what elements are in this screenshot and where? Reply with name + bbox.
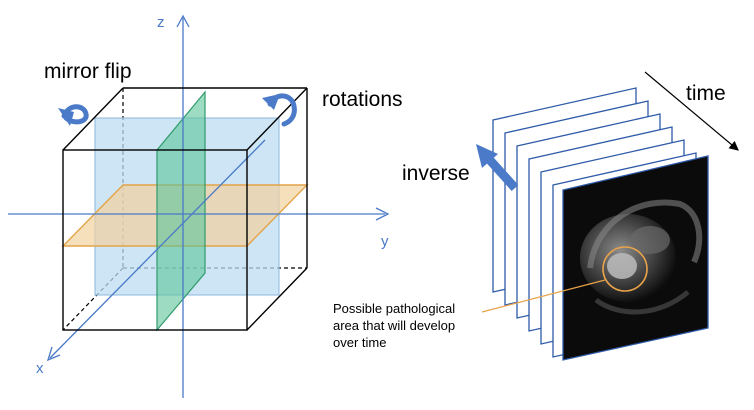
rotation-arrow-icon — [262, 93, 297, 127]
mirror-flip-label: mirror flip — [44, 60, 132, 83]
axis-x-label: x — [36, 360, 44, 377]
annotation-text: Possible pathological area that will dev… — [333, 300, 513, 351]
axis-y-label: y — [381, 233, 389, 250]
cube-visible-edges — [62, 87, 308, 331]
mirror-flip-arrow-icon — [58, 104, 89, 126]
axis-z-label: z — [157, 14, 165, 31]
annotation-line-3: over time — [333, 335, 387, 350]
green-plane — [156, 90, 206, 332]
time-arrow — [644, 71, 739, 151]
annotation-line-2: area that will develop — [333, 318, 456, 333]
pathology-highlight-circle — [602, 246, 648, 292]
rotations-label: rotations — [322, 88, 403, 111]
inverse-arrow-icon — [476, 144, 519, 192]
inverse-label: inverse — [402, 162, 470, 185]
annotation-leader-line — [481, 279, 606, 313]
annotation-line-1: Possible pathological — [333, 301, 456, 316]
time-label: time — [686, 82, 726, 105]
mri-image — [562, 155, 709, 361]
axes — [8, 14, 390, 398]
